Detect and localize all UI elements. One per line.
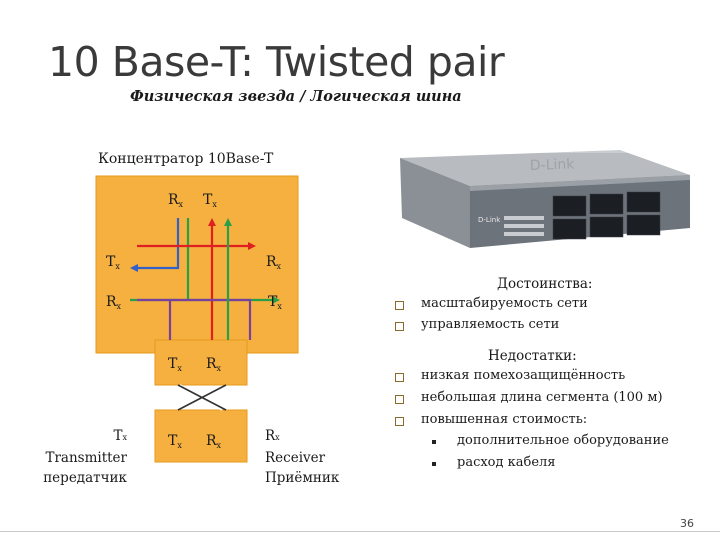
bullet-square-icon — [395, 373, 404, 382]
transmitter-caption: Tx Transmitter передатчик — [43, 428, 127, 486]
label-port-rx: Rx — [206, 356, 222, 373]
bullet-square-icon — [395, 395, 404, 404]
pros-item: масштабируемость сети — [421, 296, 588, 311]
arrow-red-h — [248, 242, 256, 250]
hub-caption: Концентратор 10Base-T — [98, 151, 274, 167]
bullet-square-icon — [395, 417, 404, 426]
page-number: 36 — [680, 517, 694, 530]
label-top-tx: Tx — [203, 192, 217, 209]
label-top-rx-text: R — [168, 192, 179, 208]
label-left-tx: Tx — [106, 254, 120, 271]
switch-brand-front: D-Link — [478, 216, 501, 224]
hub-port-box — [154, 339, 248, 386]
arrow-blue — [130, 264, 138, 272]
hub-box — [95, 175, 299, 354]
label-port-tx: Tx — [168, 356, 182, 373]
footer-divider — [0, 531, 720, 532]
wires — [130, 218, 280, 340]
page-title: 10 Base-T: Twisted pair — [48, 38, 505, 86]
arrow-red-v — [208, 218, 216, 226]
pros-title: Достоинства: — [497, 276, 593, 292]
pros-item: управляемость сети — [421, 317, 560, 332]
bullet-dot-icon — [432, 462, 436, 466]
receiver-caption: Rx Receiver Приёмник — [265, 428, 340, 486]
wire-purple-h — [137, 298, 252, 340]
cons-item: небольшая длина сегмента (100 м) — [421, 390, 663, 405]
label-right-rx: Rx — [266, 254, 282, 271]
cons-title: Недостатки: — [488, 348, 577, 364]
arrow-green — [272, 296, 280, 304]
bullet-square-icon — [395, 322, 404, 331]
bullet-dot-icon — [432, 440, 436, 444]
label-node-tx: Tx — [168, 433, 182, 450]
cons-item: повышенная стоимость: — [421, 412, 588, 427]
node-box — [154, 409, 248, 463]
cons-subitem: расход кабеля — [457, 455, 556, 470]
switch-ports — [552, 191, 661, 240]
label-right-tx: Tx — [268, 294, 282, 311]
cross-cable-2 — [177, 384, 227, 411]
label-top-rx: Rx — [168, 192, 184, 209]
wire-blue — [137, 218, 180, 270]
cons-item: низкая помехозащищённость — [421, 368, 626, 383]
page-subtitle: Физическая звезда / Логическая шина — [130, 88, 462, 105]
switch-brand-top: D-Link — [530, 156, 576, 174]
label-node-rx: Rx — [206, 433, 222, 450]
cons-subitem: дополнительное оборудование — [457, 433, 669, 448]
switch-image: D-Link D-Link — [400, 150, 700, 248]
label-left-rx: Rx — [106, 294, 122, 311]
bullet-square-icon — [395, 301, 404, 310]
